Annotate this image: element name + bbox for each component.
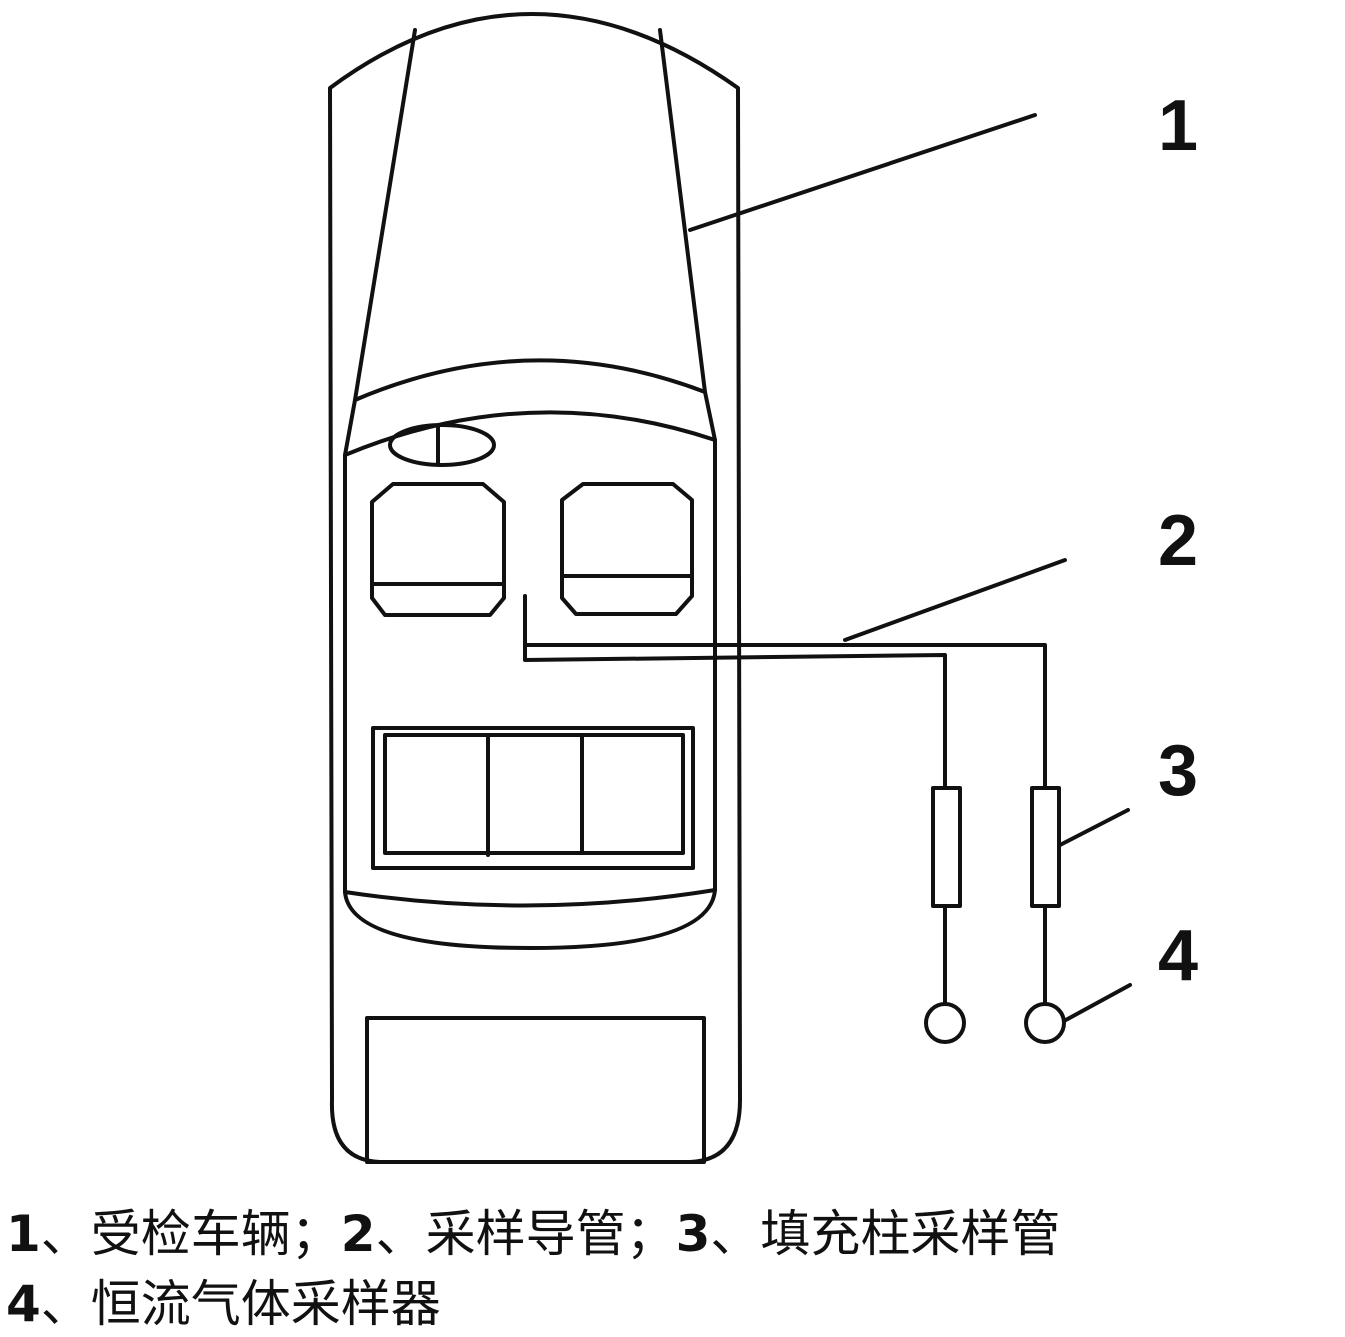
vehicle — [328, 12, 742, 1164]
constant-flow-sampler-1 — [924, 1002, 966, 1044]
leader-line-3 — [1058, 808, 1130, 847]
leader-line-1 — [688, 113, 1037, 232]
caption-item-2: 2、采样导管； — [340, 1205, 676, 1263]
caption-item-1: 1、受检车辆； — [6, 1205, 341, 1263]
callout-number-1: 1 — [1158, 86, 1198, 166]
caption-line-2: 4、恒流气体采样器 — [6, 1276, 441, 1332]
vehicle-windshield-curve — [343, 398, 357, 457]
leader-line-4 — [1062, 983, 1132, 1023]
callout-number-2: 2 — [1158, 501, 1198, 581]
sampling-conduit — [523, 594, 1047, 790]
vehicle-hood — [353, 28, 707, 402]
rear-bench-outer — [371, 726, 695, 870]
constant-flow-sampler-2 — [1024, 1002, 1066, 1044]
vehicle-cabin — [343, 410, 717, 950]
sampling-conduit-a — [523, 594, 947, 790]
front-seat-left — [370, 482, 506, 617]
caption-item-3: 3、填充柱采样管 — [675, 1205, 1061, 1263]
vehicle-body-outline — [328, 12, 742, 1164]
rear-bench-inner — [383, 733, 685, 855]
callout-number-3: 3 — [1158, 731, 1198, 811]
caption-line-1: 1、受检车辆；2、采样导管；3、填充柱采样管 — [6, 1206, 1060, 1262]
steering-wheel — [388, 423, 496, 467]
vehicle-rear-window-curve — [343, 888, 717, 908]
leader-line-2 — [843, 558, 1067, 642]
vehicle-trunk — [365, 1016, 706, 1164]
callout-number-4: 4 — [1158, 916, 1198, 996]
caption-item-4: 4、恒流气体采样器 — [6, 1275, 441, 1333]
packed-column-tube-2 — [1030, 786, 1061, 908]
front-seat-right — [560, 482, 694, 616]
vehicle-sampling-diagram: 1 2 3 4 — [328, 12, 1198, 1164]
vehicle-windshield-curve-right — [703, 390, 717, 442]
packed-column-tube-1 — [931, 786, 962, 908]
sampling-conduit-b — [523, 643, 1047, 790]
